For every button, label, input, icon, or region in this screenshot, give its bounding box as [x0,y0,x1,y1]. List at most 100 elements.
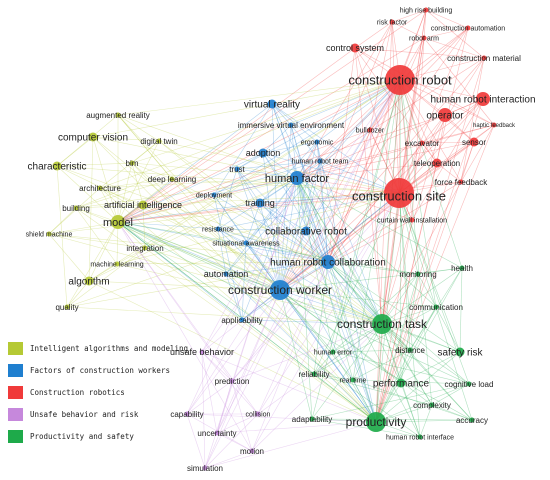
legend-label: Productivity and safety [30,431,134,441]
node-construction-site [384,178,414,208]
network-edge [99,187,144,206]
network-edge [279,289,383,325]
network-edge [262,152,383,325]
network-edge [117,221,421,438]
network-edge [201,351,218,434]
network-edge [262,152,298,179]
label-trust: trust [229,165,245,174]
label-safety-risk: safety risk [437,348,483,359]
node-robot-arm [421,35,427,41]
network-edge [327,79,401,263]
network-edge [117,221,281,291]
network-edge [117,221,383,325]
network-edge [296,177,329,263]
network-edge [332,79,401,353]
network-edge [144,79,401,249]
network-edge [217,168,238,230]
network-edge [399,79,437,308]
network-edge [369,129,383,325]
network-edge [48,221,119,235]
network-edge [225,273,377,423]
network-edge [217,228,247,244]
network-edge [142,204,146,249]
network-edge [296,177,383,325]
label-algorithm: algorithm [68,277,109,288]
network-edge [131,79,401,164]
network-edge [236,168,329,263]
network-edge [381,267,463,325]
network-edge [259,192,400,204]
network-edge [259,177,298,204]
network-edge [431,404,473,421]
node-construction-automation [465,25,471,31]
network-edge [88,177,298,282]
network-edge [375,124,495,423]
network-edge [48,192,400,235]
network-edge [327,261,411,351]
node-ergonomic [314,139,320,145]
label-shield-machine: shield machine [26,231,73,238]
network-edge [296,79,401,179]
network-edge [259,202,307,232]
network-edge [117,221,243,321]
network-edge [460,57,485,183]
network-edge [117,152,264,223]
node-applicability [239,317,245,323]
node-productivity [366,412,386,432]
network-edge [375,27,469,423]
label-computer-vision: computer vision [58,133,128,144]
network-edge [66,192,400,308]
label-deployment: deployment [196,192,232,199]
network-edge [245,202,261,244]
network-edge [290,124,377,423]
network-edge [313,373,433,406]
network-edge [213,103,273,196]
label-construction-material: construction material [447,54,521,63]
network-edge [354,47,485,59]
node-monitoring [415,271,421,277]
network-edge [313,373,377,423]
network-edge [262,152,281,291]
network-edge [158,140,383,325]
network-edge [327,192,400,263]
network-edge [400,351,461,384]
network-edge [259,202,329,263]
network-edge [56,114,119,167]
network-edge [88,136,94,282]
network-edge [116,247,146,265]
node-construction-material [481,55,487,61]
network-edge [332,351,470,385]
node-construction-robot [385,65,415,95]
network-edge [279,21,393,291]
network-edge [131,162,281,291]
node-deployment [211,192,217,198]
label-robot-arm: robot arm [409,35,439,42]
node-architecture [97,185,103,191]
network-edge [131,162,173,180]
label-simulation: simulation [187,464,223,473]
network-edge [305,160,321,232]
network-edge [217,228,281,291]
edge-layer [48,9,495,469]
network-edge [92,79,401,138]
network-edge [305,230,377,423]
label-complexity: complexity [413,401,451,410]
legend-label: Factors of construction workers [30,365,170,375]
legend-item-red: Construction robotics [8,382,188,402]
label-cognitive-load: cognitive load [445,380,494,389]
node-operator [438,108,452,122]
network-edge [88,263,118,282]
network-edge [311,418,421,438]
network-edge [398,114,446,194]
label-model: model [103,217,133,229]
network-edge [398,79,401,194]
network-edge [259,202,281,291]
network-edge [117,114,377,423]
network-edge [236,168,298,179]
legend-item-green: Productivity and safety [8,426,188,446]
network-edge [116,192,400,265]
label-building: building [62,204,90,213]
label-performance: performance [373,379,430,390]
network-edge [375,162,438,423]
network-edge [56,165,383,325]
